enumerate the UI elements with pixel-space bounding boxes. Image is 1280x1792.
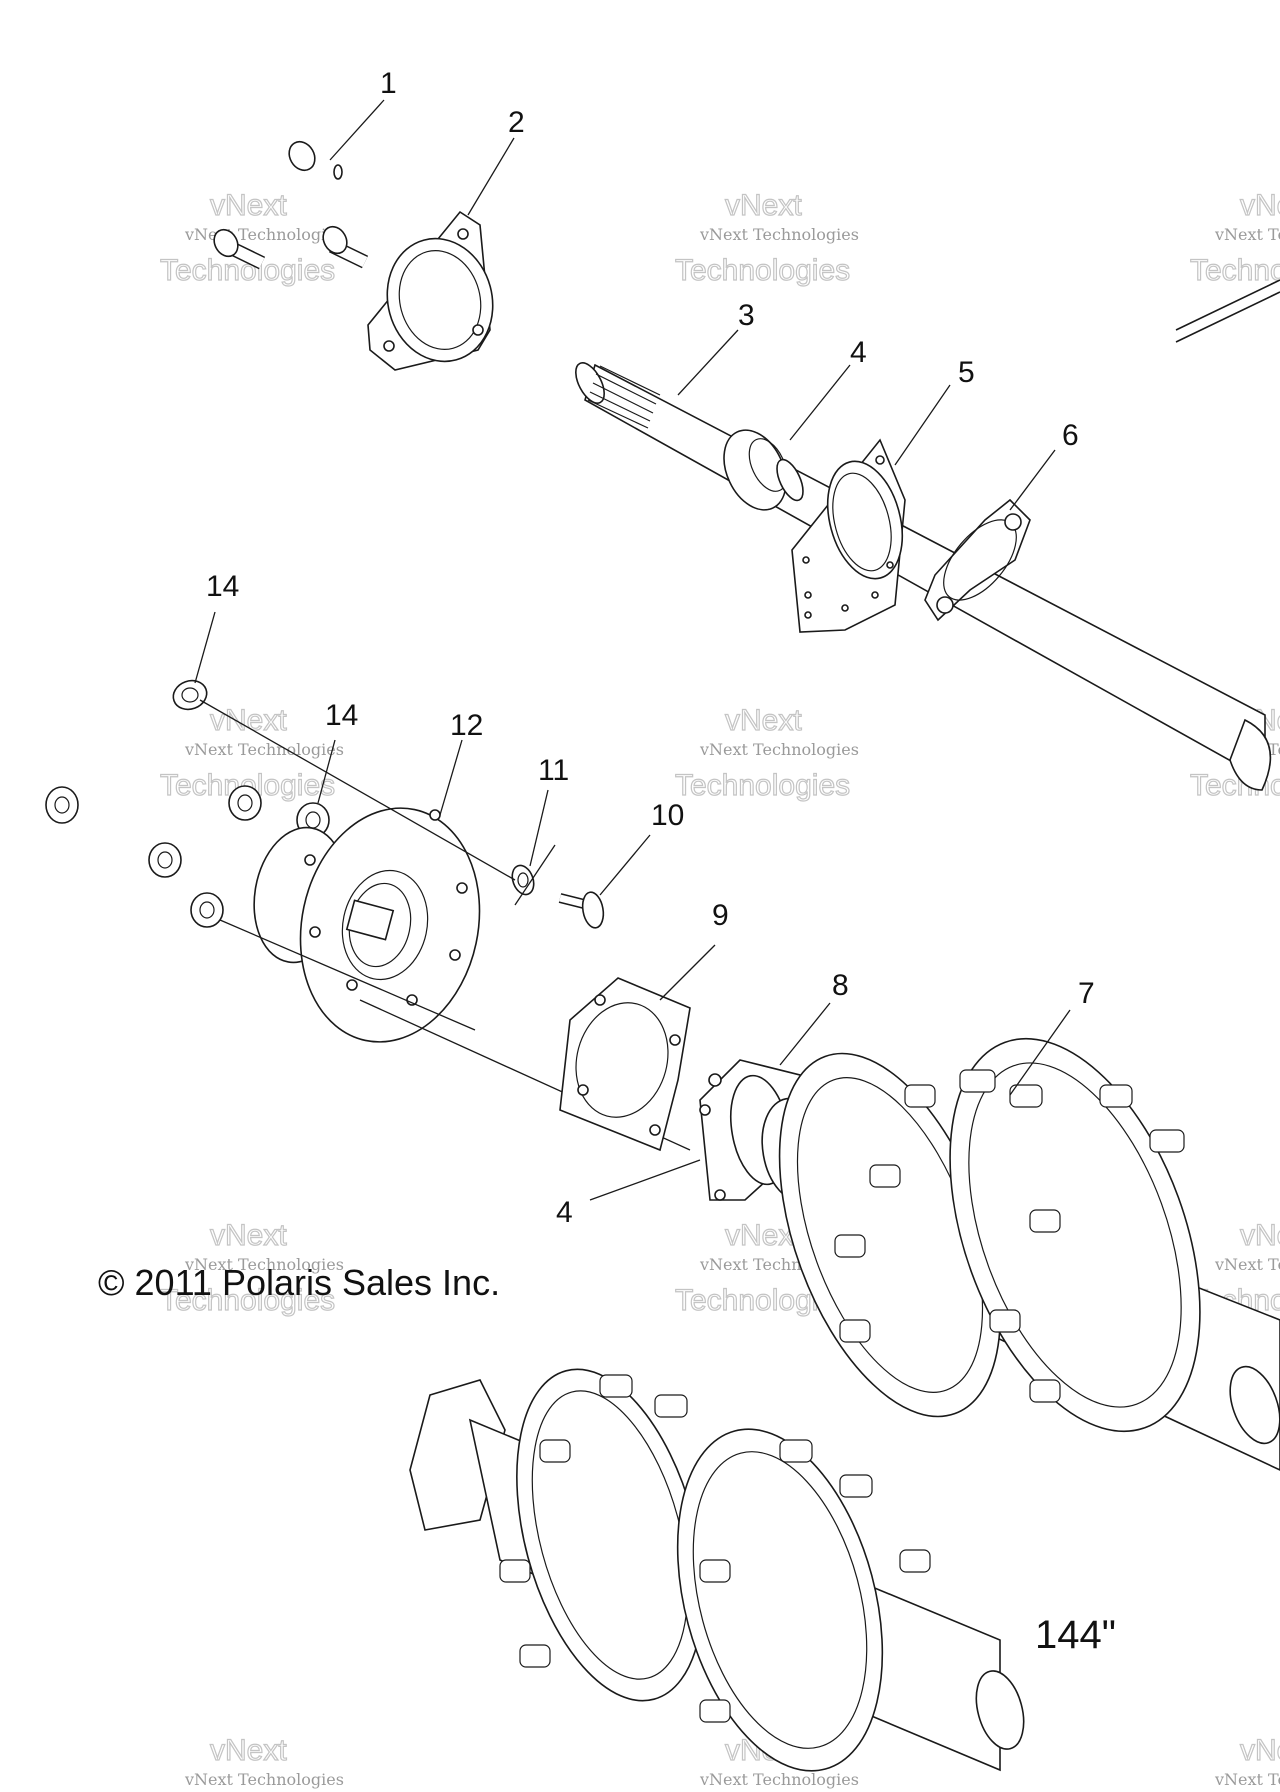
watermark-text: vNext <box>725 704 802 737</box>
watermark-text: vNext Technologies <box>699 1770 859 1789</box>
watermark-text: vNext <box>1240 189 1280 222</box>
callout-10: 10 <box>651 799 684 832</box>
watermark-text: vNext Technologies <box>184 740 344 759</box>
bearing-flange-part-5 <box>791 438 906 633</box>
callout-8: 8 <box>832 969 849 1002</box>
watermark-text: vNext <box>1240 1219 1280 1252</box>
callout-14b: 14 <box>325 699 358 732</box>
watermark-text: vNext Technologies <box>184 1255 344 1274</box>
bolt-part-1b <box>213 225 369 270</box>
bearing-flange-part-2 <box>367 210 494 371</box>
watermark: vNext vNext Technologies <box>184 1733 344 1789</box>
callout-9: 9 <box>712 899 729 932</box>
watermark-text: vNext <box>210 1734 287 1767</box>
watermark-text: Technologies <box>675 769 850 802</box>
track-length-label: 144" <box>1035 1613 1116 1657</box>
watermark-text: vNext Technologies <box>699 225 859 244</box>
watermark-text: vNext Technologies <box>1214 1770 1280 1789</box>
watermark-text: vNext Technologies <box>1214 1255 1280 1274</box>
callout-4: 4 <box>850 336 867 369</box>
callout-12: 12 <box>450 709 483 742</box>
callout-7: 7 <box>1078 977 1095 1010</box>
washer-part-11 <box>511 864 535 896</box>
copyright-notice: © 2011 Polaris Sales Inc. <box>98 1262 500 1303</box>
watermark-text: Technologies <box>675 254 850 287</box>
bolt-part-1 <box>288 140 343 180</box>
watermark-text: vNext Technologies <box>699 740 859 759</box>
watermark: vNext vNext Technologies Technologies <box>159 1218 344 1317</box>
bearing-retainer-part-6 <box>924 498 1031 622</box>
drive-sprocket-part-7 <box>778 1037 1280 1471</box>
nut-stack <box>148 785 330 928</box>
watermark: vNext vNext Technologies Technologies <box>674 188 859 287</box>
gasket-part-9 <box>559 977 691 1152</box>
hub-part-12 <box>253 807 481 1043</box>
callout-1: 1 <box>380 67 397 100</box>
watermark: vNext vNext Technologies Technologies <box>674 703 859 802</box>
callout-6: 6 <box>1062 419 1079 452</box>
watermark-text: vNext <box>1240 1734 1280 1767</box>
drive-sprocket-assembly-144 <box>409 1368 1025 1772</box>
watermark-text: vNext <box>210 1219 287 1252</box>
nut-left <box>45 786 79 824</box>
watermark: vNext vNext Technologies Technologies <box>1189 188 1280 287</box>
watermark-text: vNext <box>725 189 802 222</box>
drive-shaft-part-3 <box>575 362 1272 791</box>
watermark-text: Technologies <box>1190 254 1280 287</box>
watermark: vNext vNext Technologies <box>1214 1733 1280 1789</box>
callout-2: 2 <box>508 106 525 139</box>
watermark-text: vNext Technologies <box>1214 225 1280 244</box>
guide-rail <box>1175 279 1280 331</box>
watermark-text: Technologies <box>160 1284 335 1317</box>
watermark-text: vNext Technologies <box>184 225 344 244</box>
leader-lines <box>194 99 1071 1201</box>
bearing-part-4-top <box>723 429 804 511</box>
callout-5: 5 <box>958 356 975 389</box>
watermark-text: vNext Technologies <box>184 1770 344 1789</box>
callout-labels: 1 2 3 4 5 6 14 14 12 11 10 9 8 7 4 <box>206 67 1095 1229</box>
watermark-group: vNext vNext Technologies Technologies vN… <box>159 188 1280 1789</box>
callout-3: 3 <box>738 299 755 332</box>
rivet-part-10 <box>558 891 605 929</box>
watermark-text: vNext <box>210 189 287 222</box>
callout-4b: 4 <box>556 1196 573 1229</box>
callout-14: 14 <box>206 570 239 603</box>
callout-11: 11 <box>538 754 569 787</box>
nut-part-14 <box>172 679 208 711</box>
watermark: vNext vNext Technologies Technologies <box>159 188 344 287</box>
watermark-text: vNext <box>210 704 287 737</box>
